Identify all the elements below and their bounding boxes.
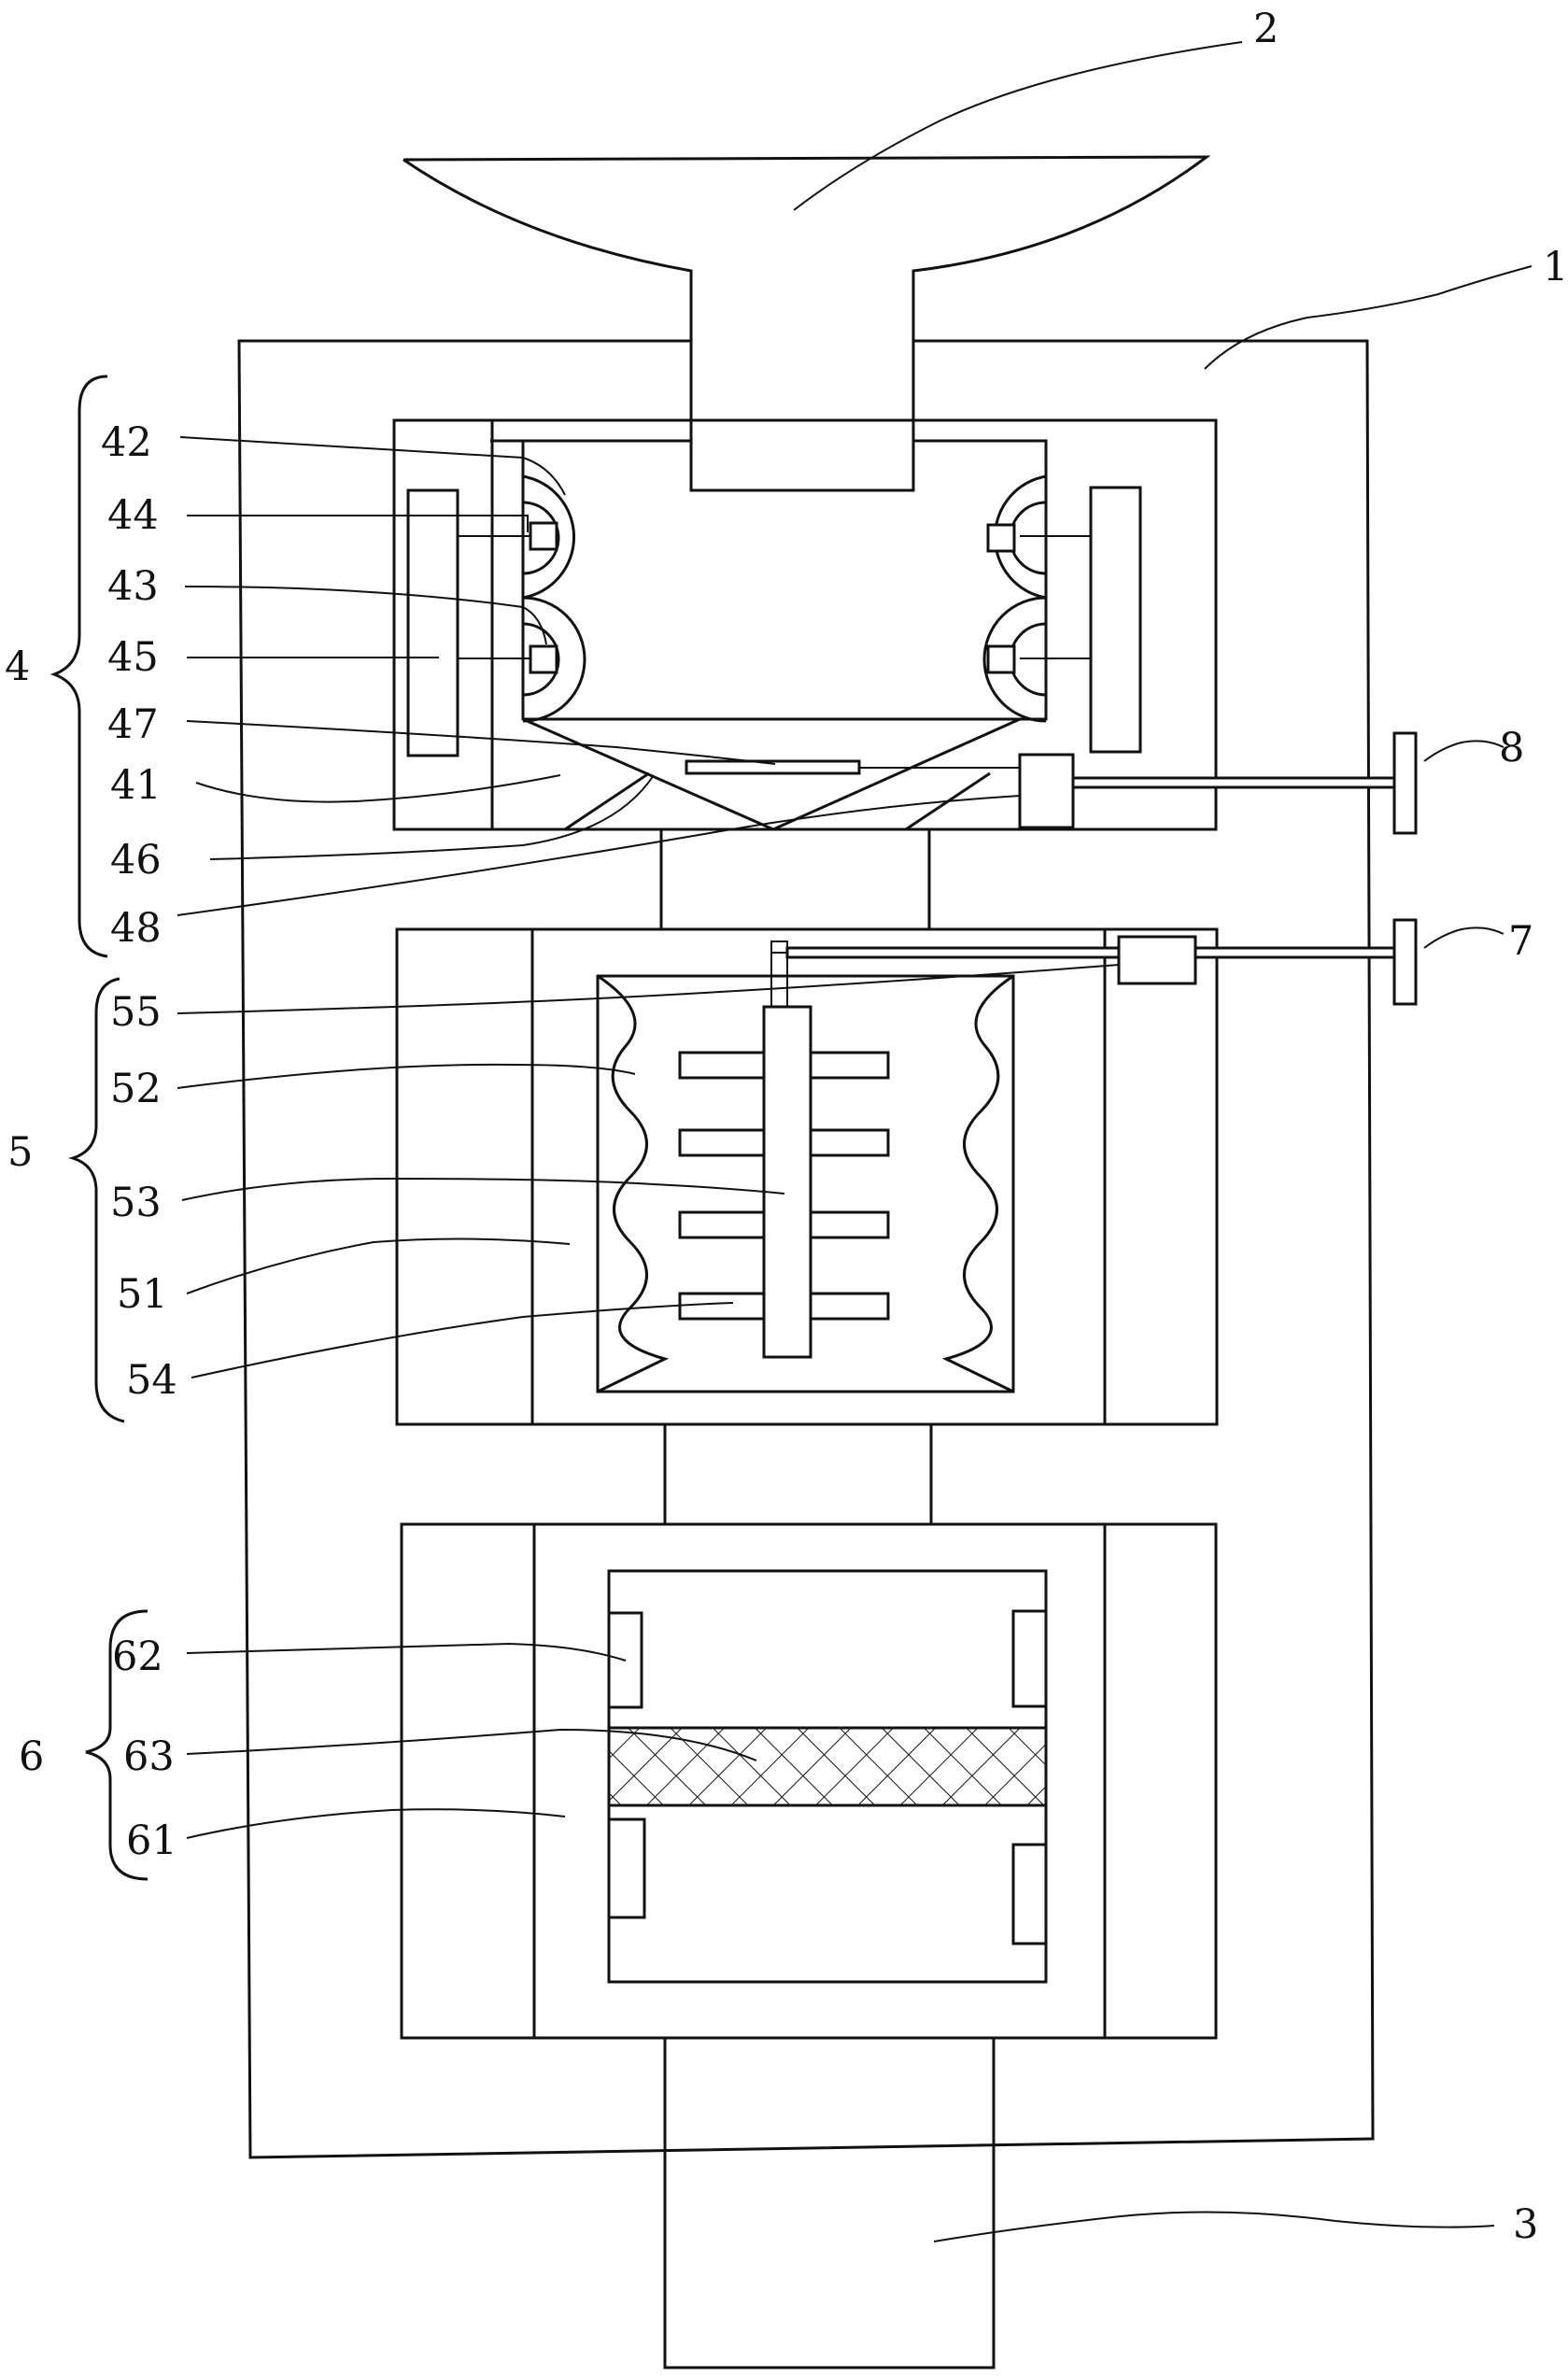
filter-screen	[607, 1726, 1048, 1807]
crushing-roller-right-bottom	[982, 596, 1047, 723]
label-43: 43	[107, 563, 159, 610]
label-61: 61	[126, 1817, 177, 1864]
label-8: 8	[1499, 725, 1524, 771]
label-62: 62	[112, 1634, 163, 1680]
label-41: 41	[110, 762, 162, 809]
label-3: 3	[1513, 2201, 1538, 2248]
crushing-roller-left-top	[522, 474, 576, 600]
label-51: 51	[117, 1271, 168, 1318]
label-53: 53	[110, 1180, 162, 1226]
label-45: 45	[107, 634, 159, 681]
crushing-roller-left-bottom	[522, 596, 586, 723]
label-42: 42	[101, 419, 152, 466]
label-54: 54	[126, 1357, 177, 1404]
grinding-module	[395, 927, 1415, 1426]
label-5: 5	[7, 1129, 33, 1176]
label-1: 1	[1543, 244, 1568, 290]
brace-5	[68, 977, 125, 1423]
leader-lines	[177, 41, 1533, 2242]
label-6: 6	[19, 1733, 44, 1780]
label-44: 44	[107, 492, 159, 539]
switch-7	[1392, 918, 1418, 1006]
cylinder	[1018, 753, 1075, 829]
label-48: 48	[110, 905, 162, 952]
label-55: 55	[110, 989, 162, 1036]
discharge-pipe	[663, 2036, 996, 2369]
label-47: 47	[107, 701, 159, 748]
label-52: 52	[110, 1066, 162, 1112]
switch-8	[1392, 731, 1418, 835]
feed-hopper	[403, 155, 1211, 492]
left-motor-bar	[406, 488, 459, 757]
label-4: 4	[5, 644, 30, 690]
main-housing	[237, 339, 1375, 2159]
reference-labels: 2 1 3 8 7 4 5 6 42 44 43 45 47 41 46 48 …	[5, 6, 1568, 2248]
crushing-module	[392, 418, 1415, 831]
crushing-roller-right-top	[986, 474, 1047, 600]
label-2: 2	[1253, 6, 1278, 52]
label-7: 7	[1508, 918, 1533, 965]
label-63: 63	[123, 1733, 175, 1780]
label-46: 46	[110, 837, 162, 884]
right-motor-bar	[1089, 486, 1142, 754]
brace-4	[49, 375, 108, 958]
grinding-motor	[1117, 935, 1197, 985]
brace-6	[85, 1609, 148, 1881]
filter-module	[400, 1522, 1218, 2040]
